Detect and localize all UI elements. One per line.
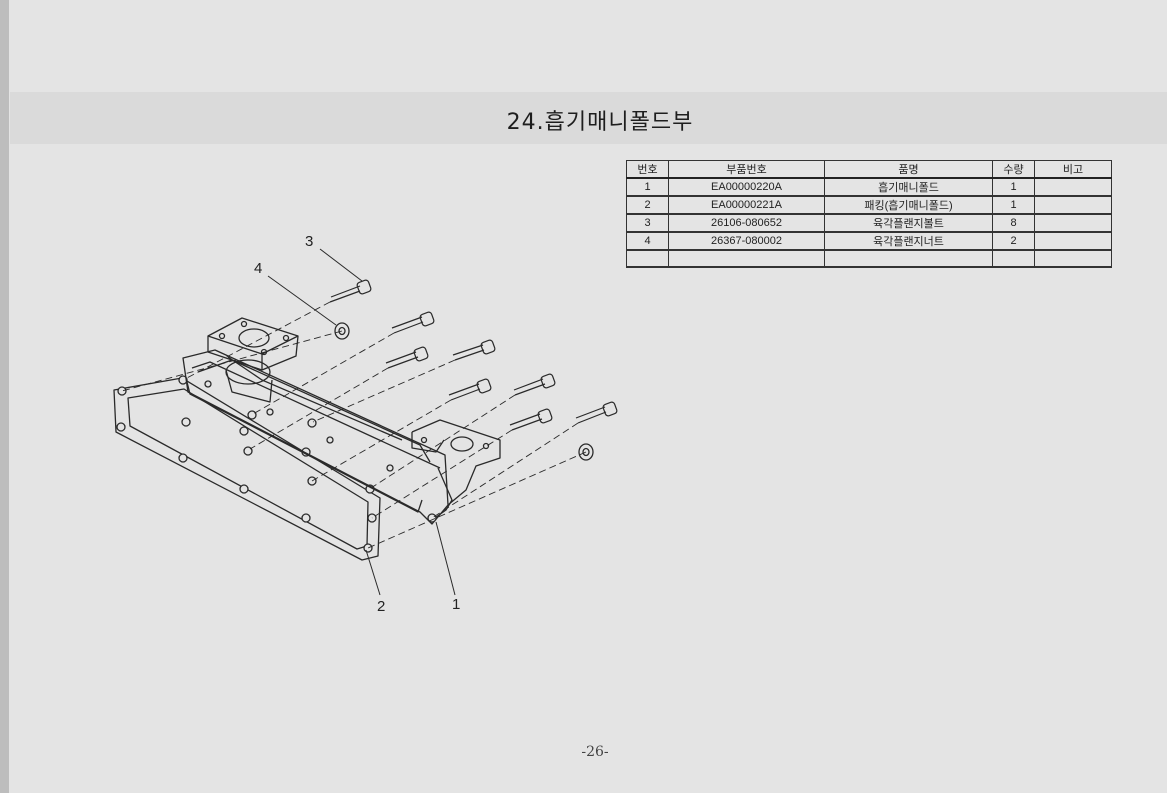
assembly-centerlines (121, 301, 587, 549)
table-row: 1 EA00000220A 흡기매니폴드 1 (626, 177, 1112, 197)
bolt-drawing (448, 378, 492, 401)
parts-table: 번호 부품번호 품명 수량 비고 1 EA00000220A 흡기매니폴드 1 … (626, 160, 1112, 268)
callout-3: 3 (305, 233, 313, 250)
flange-bolts (329, 279, 618, 431)
bolt-drawing (513, 373, 556, 396)
callout-2: 2 (377, 598, 385, 615)
bolt-drawing (391, 311, 435, 334)
page-title: 24.흡기매니폴드부 (506, 110, 694, 135)
scan-shade-band (10, 92, 1167, 144)
gasket-drawing (113, 377, 381, 561)
callout-1: 1 (452, 596, 460, 613)
flange-nuts (334, 322, 594, 461)
cell-remarks (1034, 249, 1112, 268)
bolt-drawing (509, 408, 553, 431)
header-no: 번호 (626, 160, 669, 179)
table-row: 2 EA00000221A 패킹(흡기매니폴드) 1 (626, 195, 1112, 215)
table-row-empty (626, 249, 1112, 268)
table-row: 3 26106-080652 육각플랜지볼트 8 (626, 213, 1112, 233)
page-number: -26- (581, 744, 609, 760)
table-row: 4 26367-080002 육각플랜지너트 2 (626, 231, 1112, 251)
scan-edge (0, 0, 9, 793)
bolt-drawing (385, 346, 429, 369)
nut-drawing (334, 322, 350, 340)
callout-leaders (267, 248, 456, 596)
bolt-drawing (452, 339, 496, 361)
gasket-bolt-holes (116, 375, 377, 553)
bolt-drawing (575, 401, 618, 424)
cell-part-name: 육각플랜지너트 (824, 231, 993, 251)
table-header-row: 번호 부품번호 품명 수량 비고 (626, 160, 1112, 179)
cell-part-number: EA00000220A (668, 177, 825, 197)
cell-part-number: 26367-080002 (668, 231, 825, 251)
intake-manifold-drawing (182, 317, 501, 525)
bolt-drawing (329, 279, 372, 303)
callout-4: 4 (254, 260, 262, 277)
nut-drawing (578, 443, 594, 461)
